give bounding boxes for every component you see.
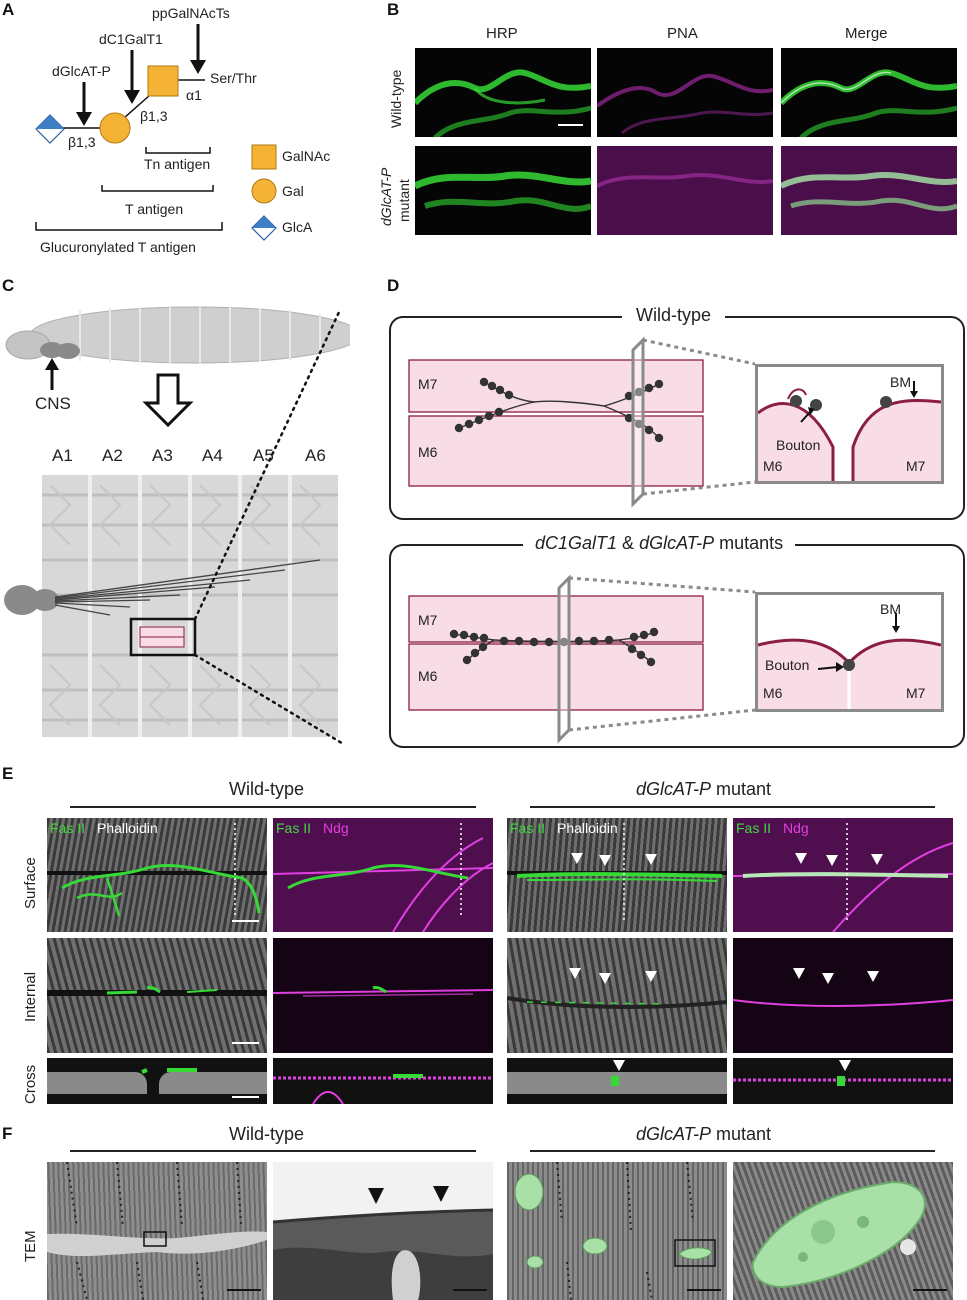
wt-zoom-m6: M6 [763,458,783,474]
glca-diamond [36,115,64,129]
legend-gal-circle [251,178,277,204]
row-label-mutant-gene: dGlcAT-P [378,167,394,226]
e-internal-mut-phalloidin [507,938,727,1053]
legend-galnac-label: GalNAc [282,148,331,164]
tem-wildtype-overview [47,1162,267,1300]
col-header-hrp: HRP [486,25,518,42]
col-header-pna: PNA [667,25,698,42]
cns-label: CNS [35,394,71,413]
e-surface-wt-label-fas2: Fas II [50,820,86,836]
legend-gal-label: Gal [282,183,304,199]
wt-bouton-label: Bouton [776,437,821,453]
row-label-wildtype: Wild-type [388,69,404,128]
linkage-beta13-gal: β1,3 [140,108,168,124]
wt-bm-label: BM [890,374,911,390]
e-surface-mut-label-fas2: Fas II [510,820,546,836]
e-title-wildtype: Wild-type [229,779,305,799]
e-surface-mut-label-phalloidin: Phalloidin [557,820,618,836]
e-cross-mut-ndg [733,1058,953,1104]
glycan-structure-diagram [35,24,277,241]
e-surface-wt-ndg [273,818,493,932]
e-cross-wt-ndg [273,1058,493,1104]
tem-mutant-zoom [733,1162,953,1300]
panel-label-c: C [2,276,15,295]
segment-a1: A1 [52,446,73,465]
enzyme-dglcatp: dGlcAT-P [52,63,111,79]
e-surface-wt-phalloidin [47,818,267,932]
f-row-tem: TEM [22,1230,39,1262]
legend-glca-label: GlcA [282,219,313,235]
nmj-highlight-box [129,617,197,657]
segment-a2: A2 [102,446,123,465]
e-surface-mut2-label-fas2: Fas II [736,820,772,836]
f-title-mutant: dGlcAT-P mutant [636,1124,772,1144]
wt-muscle-m6: M6 [418,444,438,460]
panel-label-e: E [2,764,14,783]
galnac-square [147,65,179,97]
larva-schematic [4,306,350,747]
schematic-title-mutants: dC1GalT1 & dGlcAT-P mutants [523,533,796,554]
e-surface-wt2-label-fas2: Fas II [276,820,312,836]
e-internal-mut-ndg [733,938,953,1053]
e-cross-mut-phalloidin [507,1058,727,1104]
wt-muscle-m7: M7 [418,376,438,392]
e-row-internal: Internal [22,971,39,1022]
panel-label-a: A [2,0,15,19]
t-antigen-label: T antigen [125,201,184,217]
segment-a4: A4 [202,446,223,465]
row-label-mutant: mutant [396,179,412,222]
micrograph-hrp-mutant [415,146,591,235]
tem-mutant-overview [507,1162,727,1300]
mut-muscle-m6: M6 [418,668,438,684]
e-surface-mut-phalloidin [507,818,727,932]
e-surface-mut-ndg [733,818,953,932]
panel-label-d: D [387,276,400,295]
enzyme-dc1galt1: dC1GalT1 [99,31,163,47]
panel-label-f: F [2,1124,13,1143]
mut-bm-label: BM [880,601,901,617]
col-header-merge: Merge [845,25,888,42]
micrograph-hrp-wildtype [415,48,591,137]
gal-circle [99,112,131,144]
e-internal-wt-ndg [273,938,493,1053]
tn-antigen-label: Tn antigen [144,156,211,172]
mut-zoom-m7: M7 [906,685,926,701]
micrograph-merge-wildtype [781,48,957,137]
mut-zoom-m6: M6 [763,685,783,701]
tem-wildtype-zoom [273,1162,493,1300]
e-cross-wt-phalloidin [47,1058,267,1104]
f-title-wildtype: Wild-type [229,1124,305,1144]
e-internal-wt-phalloidin [47,938,267,1053]
legend-galnac-square [251,144,277,170]
segment-a3: A3 [152,446,173,465]
e-title-mutant: dGlcAT-P mutant [636,779,772,799]
micrograph-pna-mutant [597,146,773,235]
ser-thr-label: Ser/Thr [210,70,257,86]
e-surface-mut2-label-ndg: Ndg [783,820,809,836]
schematic-title-wildtype: Wild-type [622,305,726,326]
e-surface-wt-label-phalloidin: Phalloidin [97,820,158,836]
linkage-beta13-glca: β1,3 [68,134,96,150]
micrograph-merge-mutant [781,146,957,235]
wt-zoom-m7: M7 [906,458,926,474]
micrograph-pna-wildtype [597,48,773,137]
zoom-box-mutants [755,592,944,712]
mut-muscle-m7: M7 [418,612,438,628]
linkage-alpha1: α1 [186,87,202,103]
segment-a5: A5 [253,446,274,465]
e-row-surface: Surface [22,857,39,909]
legend-glca-diamond [252,216,276,228]
panel-label-b: B [387,0,400,19]
segment-a6: A6 [305,446,326,465]
mut-bouton-label: Bouton [765,657,810,673]
zoom-box-wildtype [755,364,944,484]
e-row-cross: Cross [22,1064,39,1104]
enzyme-ppgalnacts: ppGalNAcTs [152,5,230,21]
e-surface-wt2-label-ndg: Ndg [323,820,349,836]
glucuronylated-t-antigen-label: Glucuronylated T antigen [40,239,196,255]
